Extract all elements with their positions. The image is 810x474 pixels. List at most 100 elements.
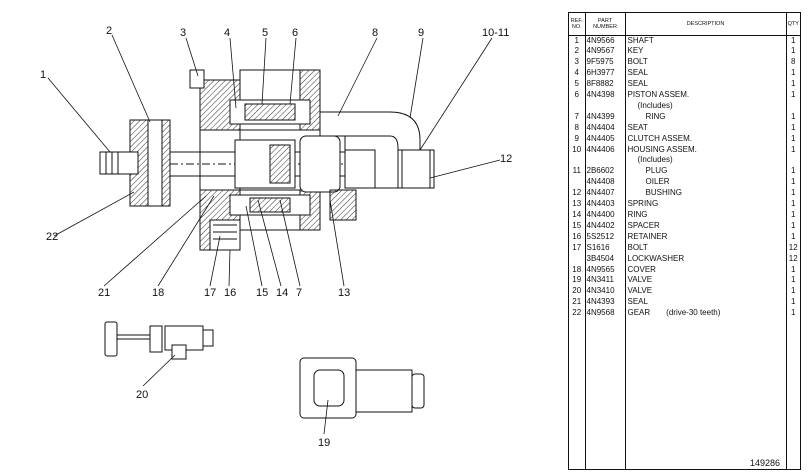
cell-ref: 2 <box>569 46 586 58</box>
cell-description: SEAL <box>625 297 787 309</box>
cell-part-number: 4N3410 <box>585 286 626 298</box>
description-text: BOLT <box>627 57 648 67</box>
callout-2: 2 <box>106 25 112 37</box>
table-row: (Includes) <box>569 155 800 167</box>
cell-ref: 17 <box>569 242 586 254</box>
description-text: RING <box>627 210 648 219</box>
cell-ref: 9 <box>569 133 586 145</box>
cell-qty: 1 <box>791 220 796 230</box>
cell-qty: 12 <box>788 253 798 263</box>
cell-qty: 1 <box>791 297 796 307</box>
cell-ref: 5 <box>569 79 586 91</box>
cell-ref: 13 <box>569 199 586 210</box>
cell-ref: 19 <box>569 275 586 287</box>
cell-ref: 11 <box>569 166 586 178</box>
description-text: HOUSING ASSEM. <box>627 144 697 154</box>
parts-table-header: REF. NO. PART NUMBER DESCRIPTION QTY <box>569 13 800 36</box>
cell-part-number: 4N4393 <box>585 297 626 309</box>
cell-part-number: 3B4504 <box>585 253 626 265</box>
cell-qty: 1 <box>791 68 796 78</box>
cell-ref <box>569 100 586 112</box>
header-description: DESCRIPTION <box>625 13 787 36</box>
cell-description: SPACER <box>625 220 787 232</box>
callout-19: 19 <box>318 437 330 449</box>
cell-ref <box>569 253 586 265</box>
header-ref: REF. NO. <box>569 13 586 36</box>
description-text: VALVE <box>627 275 653 285</box>
cell-part-number: 8F8882 <box>585 79 626 91</box>
cell-part-number: 4N9566 <box>585 35 626 47</box>
description-text: LOCKWASHER <box>627 253 685 263</box>
cell-description: RING <box>625 111 787 123</box>
header-part-number: PART NUMBER <box>585 13 626 36</box>
cell-ref: 18 <box>569 264 586 276</box>
callout-labels: 1 2 3 4 5 6 8 9 10-11 12 22 21 18 17 16 … <box>40 25 512 449</box>
housing <box>189 69 321 251</box>
parts-table: REF. NO. PART NUMBER DESCRIPTION QTY 1 4N… <box>569 13 800 470</box>
callout-6: 6 <box>292 27 298 39</box>
cell-description: BOLT <box>625 57 787 69</box>
cell-ref: 15 <box>569 220 586 232</box>
cell-description: VALVE <box>625 275 787 287</box>
description-text: SPRING <box>627 199 659 209</box>
callout-12: 12 <box>500 153 512 165</box>
cell-qty: 12 <box>788 242 798 252</box>
description-text: (Includes) <box>637 155 673 165</box>
cell-ref: 22 <box>569 308 586 470</box>
cell-qty: 1 <box>791 210 796 219</box>
callout-16: 16 <box>224 287 236 299</box>
cell-ref <box>569 155 586 167</box>
cell-description: KEY <box>625 46 787 58</box>
callout-14: 14 <box>276 287 288 299</box>
cell-qty: 1 <box>791 231 796 241</box>
description-text: PLUG <box>645 166 668 176</box>
cell-part-number: 9F5975 <box>585 57 626 69</box>
cell-description: CLUTCH ASSEM. <box>625 133 787 145</box>
cell-qty: 1 <box>791 133 796 143</box>
cell-part-number: 2B6602 <box>585 166 626 178</box>
cell-description: (Includes) <box>625 100 787 112</box>
description-note: (drive-30 teeth) <box>666 308 721 318</box>
callout-20: 20 <box>136 389 148 401</box>
cell-description: SEAL <box>625 79 787 91</box>
description-text: SEAT <box>627 122 648 132</box>
callout-1: 1 <box>40 69 46 81</box>
cell-description: VALVE <box>625 286 787 298</box>
cell-part-number: 4N4404 <box>585 122 626 134</box>
cell-ref: 21 <box>569 297 586 309</box>
cell-ref: 3 <box>569 57 586 69</box>
cell-qty: 1 <box>791 35 796 45</box>
callout-8: 8 <box>372 27 378 39</box>
cell-ref: 14 <box>569 210 586 221</box>
cell-qty: 1 <box>791 275 796 285</box>
cell-description: BOLT <box>625 242 787 254</box>
callout-3: 3 <box>180 27 186 39</box>
cell-part-number: 4N4403 <box>585 199 626 210</box>
leader-lines <box>47 34 501 435</box>
description-text: RETAINER <box>627 231 668 241</box>
description-text: CLUTCH ASSEM. <box>627 133 692 143</box>
cell-description: SEAT <box>625 122 787 134</box>
description-text: OILER <box>645 177 670 187</box>
cell-part-number: 4N9568 <box>585 308 626 470</box>
callout-7: 7 <box>296 287 302 299</box>
callout-22: 22 <box>46 231 58 243</box>
cell-part-number: 4N4398 <box>585 90 626 101</box>
cell-qty: 1 <box>791 144 796 154</box>
table-row: (Includes) <box>569 100 800 112</box>
cell-part-number <box>585 100 626 112</box>
